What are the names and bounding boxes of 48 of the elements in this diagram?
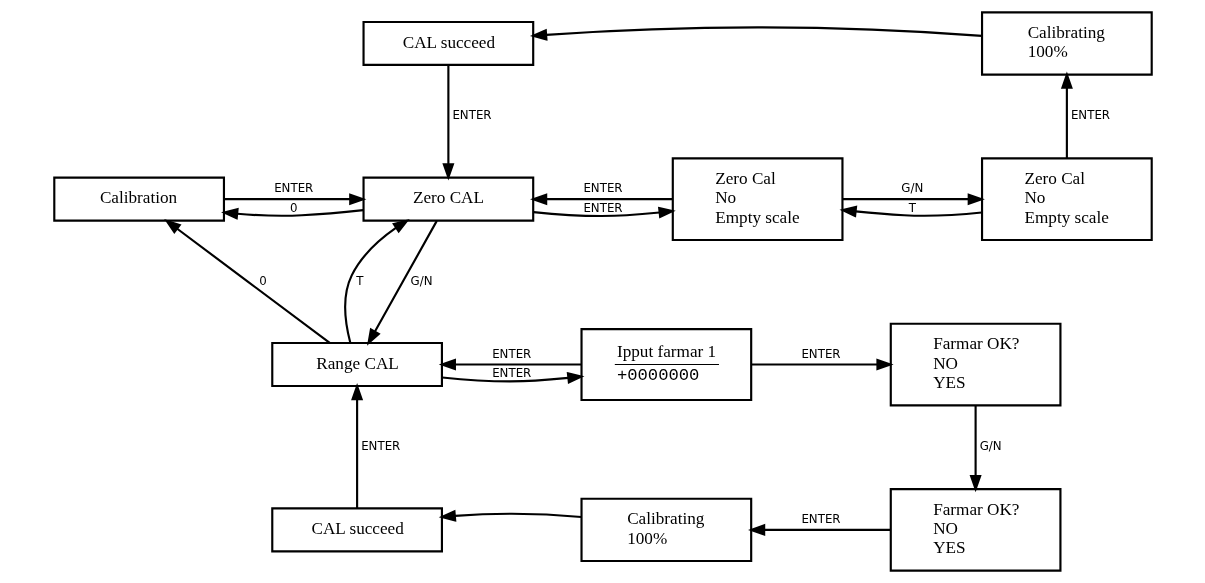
- node-box: CAL succeed: [361, 20, 534, 66]
- node-box: Zero CAL: [361, 176, 534, 222]
- node-box: Zero Cal No Empty scale: [980, 157, 1153, 242]
- arrow: [839, 205, 982, 218]
- arrow: [438, 358, 581, 371]
- arrow: [350, 383, 363, 509]
- arrow: [441, 372, 584, 384]
- edge-label: ENTER: [451, 108, 492, 123]
- edge-label: ENTER: [582, 200, 623, 215]
- edge-label: ENTER: [800, 346, 841, 361]
- edge-label: ENTER: [491, 366, 531, 381]
- arrow: [529, 26, 982, 41]
- arrow: [532, 206, 676, 219]
- edge-label: T: [908, 200, 916, 215]
- node-box: Farmar OK? NO YES: [889, 322, 1061, 407]
- node-box: Farmar OK? NO YES: [889, 488, 1061, 572]
- node-box: Ipput farmar 1 +0000000: [579, 328, 752, 402]
- arrow: [842, 193, 985, 206]
- arrow: [220, 207, 363, 220]
- node-box: Zero Cal No Empty scale: [671, 157, 844, 242]
- edge-label: T: [355, 273, 363, 288]
- arrow: [343, 218, 410, 343]
- node-box: CAL succeed: [270, 507, 443, 553]
- arrow: [366, 220, 438, 346]
- edge-label: ENTER: [1070, 108, 1110, 123]
- arrow: [750, 358, 894, 371]
- edge-label: ENTER: [582, 181, 623, 196]
- edge-label: G/N: [979, 439, 1002, 454]
- arrow: [969, 405, 982, 493]
- node-box: Calibrating 100%: [980, 11, 1153, 76]
- edge-label: ENTER: [491, 346, 531, 361]
- node-box: Range CAL: [270, 341, 443, 388]
- arrow: [438, 509, 581, 522]
- edge-label: 0: [258, 273, 267, 288]
- node-box: Calibrating 100%: [579, 497, 752, 563]
- arrow: [529, 193, 672, 206]
- arrow: [441, 65, 454, 181]
- arrow: [223, 193, 366, 206]
- arrow: [163, 218, 330, 344]
- edge-label: ENTER: [360, 439, 400, 454]
- edge-label: G/N: [900, 181, 923, 196]
- edge-label: ENTER: [273, 181, 313, 196]
- node-box: Calibration: [52, 176, 225, 222]
- edge-label: G/N: [410, 273, 433, 288]
- arrow: [747, 523, 890, 536]
- edge-label: 0: [289, 200, 298, 215]
- edge-label: ENTER: [800, 512, 841, 527]
- arrow: [1060, 71, 1073, 159]
